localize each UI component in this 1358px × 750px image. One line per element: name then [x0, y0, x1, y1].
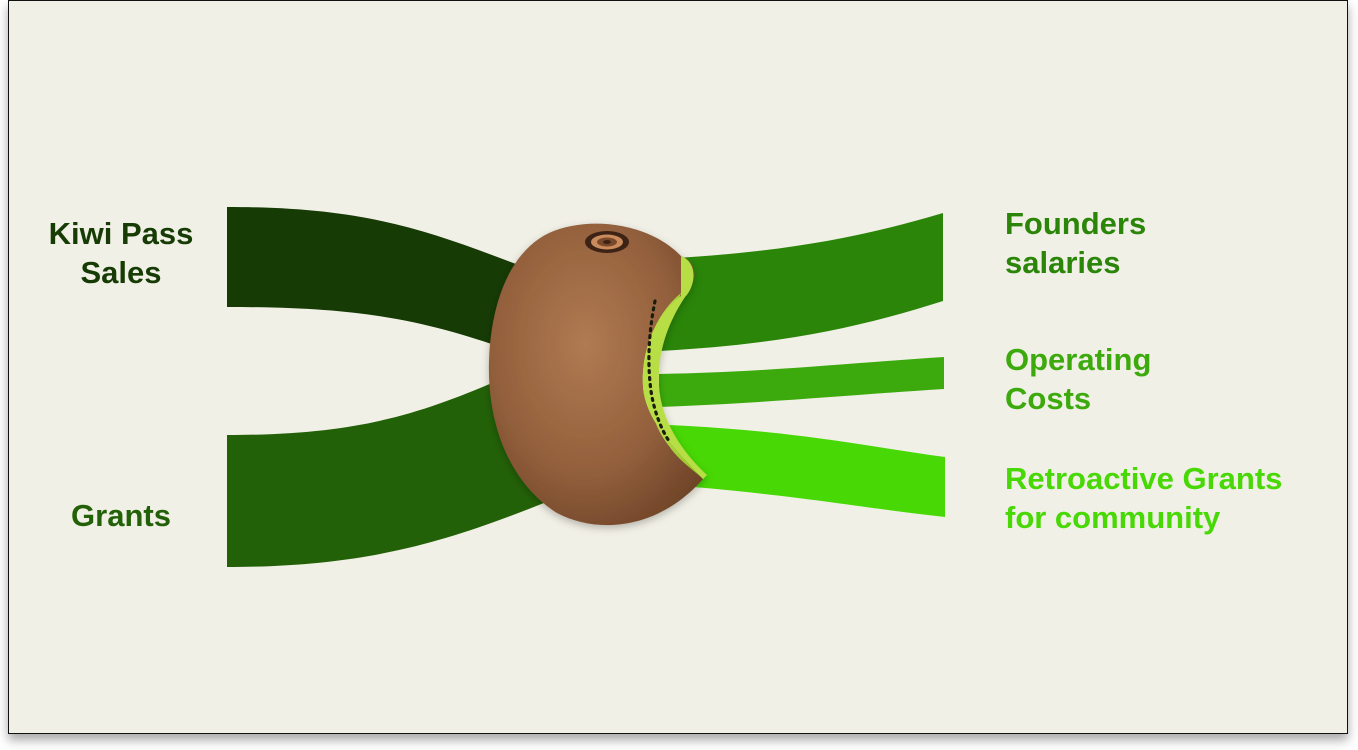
- kiwi-stem-scar: [585, 231, 629, 253]
- flow-kiwi-pass: [227, 207, 529, 357]
- kiwi-skin: [488, 223, 703, 526]
- source-label-kiwi-pass: Kiwi Pass Sales: [48, 216, 194, 290]
- flow-retroactive: [669, 425, 945, 517]
- flow-operating: [659, 357, 944, 407]
- flow-grants: [227, 367, 549, 567]
- kiwi-seeds: [647, 299, 671, 443]
- kiwi-flesh: [642, 256, 703, 479]
- flow-diagram: [227, 207, 945, 567]
- kiwi-flesh-edge: [642, 256, 707, 479]
- slide-canvas: Kiwi Pass Sales Grants Founders salaries…: [8, 0, 1348, 734]
- flow-founders: [659, 213, 943, 351]
- bitten-kiwi-icon: [488, 223, 707, 526]
- source-label-grants: Grants: [71, 498, 171, 533]
- destination-label-retroactive: Retroactive Grants for community: [1005, 461, 1283, 535]
- destination-label-founders: Founders salaries: [1005, 206, 1147, 280]
- destination-label-operating: Operating Costs: [1005, 342, 1152, 416]
